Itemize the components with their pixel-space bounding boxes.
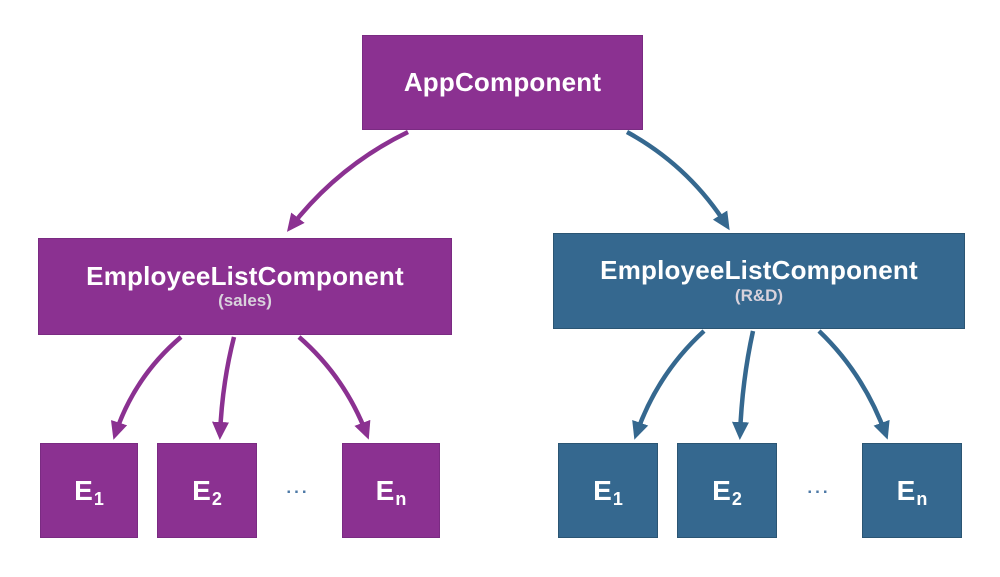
node-title: EmployeeListComponent bbox=[86, 260, 404, 291]
leaf-base: E bbox=[74, 474, 93, 506]
node-rnd-e2: E2 bbox=[677, 443, 777, 538]
ellipsis-rnd: ... bbox=[807, 478, 831, 497]
edge-app-to-sales bbox=[286, 129, 409, 232]
node-title: EmployeeListComponent bbox=[600, 255, 918, 285]
leaf-label: En bbox=[375, 474, 407, 509]
node-title: AppComponent bbox=[403, 67, 602, 98]
edge-rnd-to-e2 bbox=[731, 330, 756, 440]
node-sales-e2: E2 bbox=[157, 443, 257, 538]
leaf-base: E bbox=[192, 474, 211, 506]
edge-rnd-to-e1 bbox=[632, 329, 706, 440]
node-rnd-e1: E1 bbox=[558, 443, 658, 538]
node-sales-en: En bbox=[342, 443, 440, 538]
node-rnd-en: En bbox=[862, 443, 962, 538]
leaf-label: E2 bbox=[192, 474, 222, 509]
ellipsis-sales: ... bbox=[286, 478, 310, 497]
node-subtitle: (R&D) bbox=[734, 285, 784, 305]
leaf-base: E bbox=[593, 474, 612, 506]
node-employee-list-sales: EmployeeListComponent (sales) bbox=[38, 238, 452, 335]
edge-sales-to-en bbox=[297, 335, 371, 440]
leaf-subscript: n bbox=[395, 488, 407, 509]
edge-sales-to-e2 bbox=[212, 336, 237, 440]
node-employee-list-rnd: EmployeeListComponent (R&D) bbox=[553, 233, 965, 329]
edge-rnd-to-en bbox=[817, 329, 890, 440]
leaf-label: E1 bbox=[74, 474, 104, 509]
leaf-base: E bbox=[375, 474, 395, 506]
node-subtitle: (sales) bbox=[218, 291, 272, 311]
leaf-label: En bbox=[896, 474, 928, 509]
edge-sales-to-e1 bbox=[110, 335, 183, 440]
leaf-subscript: 2 bbox=[211, 488, 222, 509]
leaf-subscript: n bbox=[916, 488, 928, 509]
leaf-base: E bbox=[896, 474, 916, 506]
leaf-subscript: 1 bbox=[93, 488, 104, 509]
leaf-base: E bbox=[712, 474, 731, 506]
node-sales-e1: E1 bbox=[40, 443, 138, 538]
leaf-subscript: 1 bbox=[612, 488, 623, 509]
edge-app-to-rnd bbox=[625, 130, 730, 231]
leaf-label: E2 bbox=[712, 474, 742, 509]
leaf-label: E1 bbox=[593, 474, 623, 509]
leaf-subscript: 2 bbox=[731, 488, 742, 509]
node-app-component: AppComponent bbox=[362, 35, 643, 130]
